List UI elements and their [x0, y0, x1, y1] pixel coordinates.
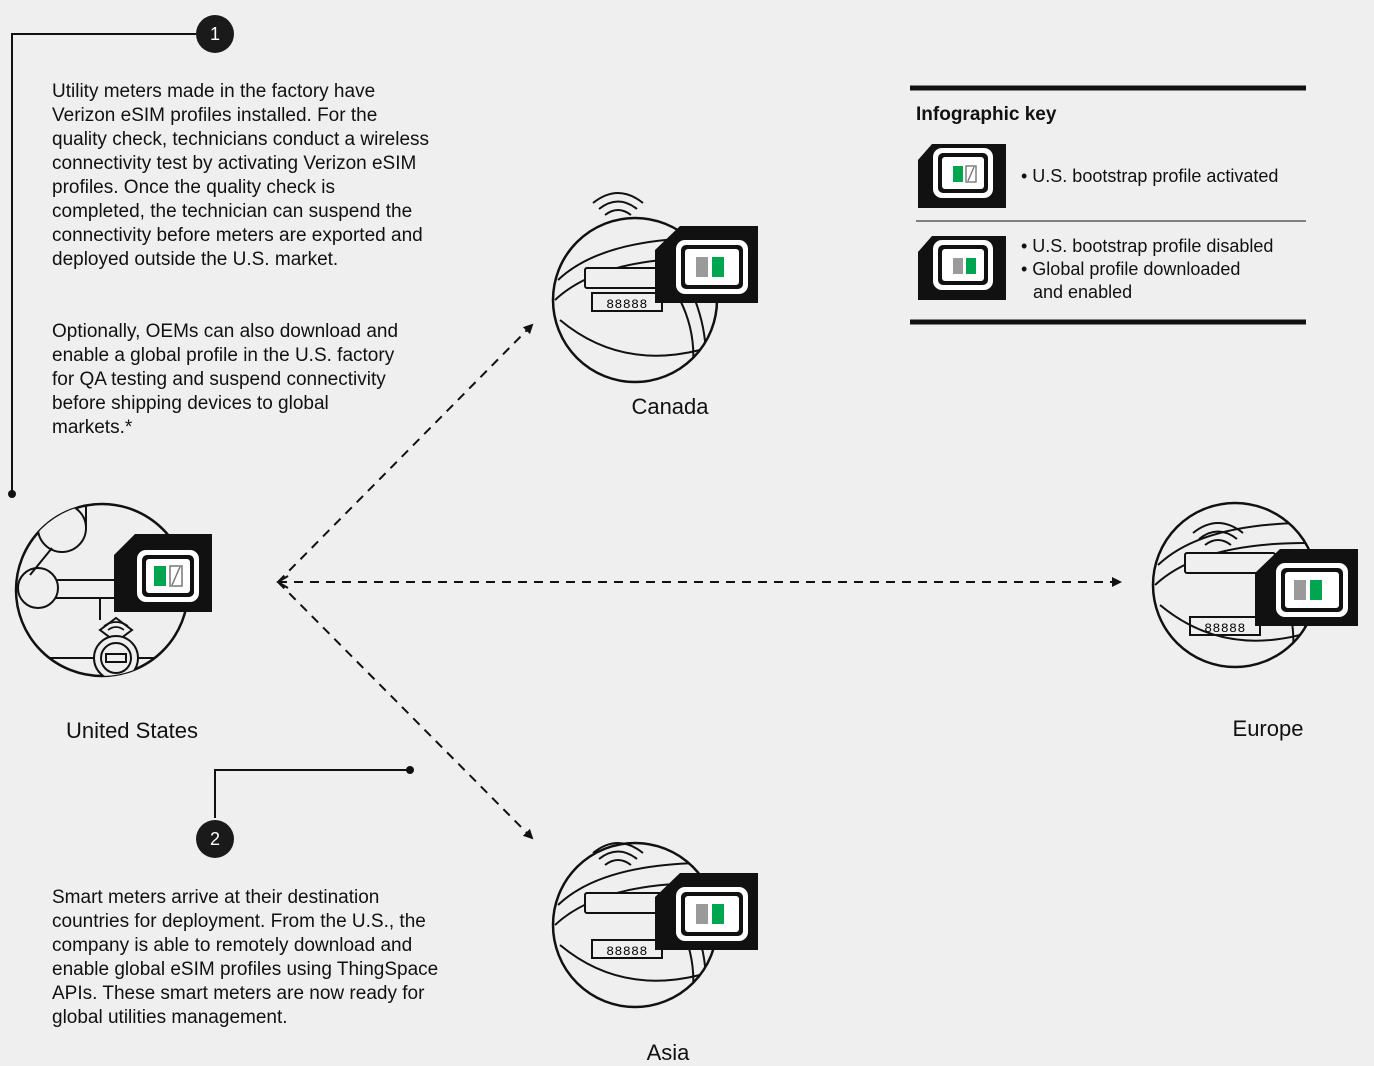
canada-meter-display: 88888	[606, 297, 648, 312]
robot-arm-joint-icon	[37, 504, 87, 553]
europe-meter: 88888	[1151, 501, 1358, 669]
arrow-to-canada	[277, 323, 534, 583]
key-item2-line3: and enabled	[1033, 282, 1133, 302]
step1-connector-dot	[8, 490, 16, 498]
key-item2-line2: • Global profile downloaded	[1021, 259, 1241, 279]
key-sim-global-icon	[918, 236, 1006, 300]
label-asia: Asia	[646, 1040, 690, 1065]
step2-connector	[214, 769, 410, 818]
step1-badge: 1	[196, 15, 234, 53]
us-sim-card-icon	[114, 534, 212, 612]
wifi-icon	[103, 621, 129, 631]
step2-badge: 2	[196, 820, 234, 858]
step1-paragraph2: Optionally, OEMs can also download and e…	[52, 321, 399, 438]
step1-connector	[11, 33, 196, 494]
europe-sim-card-icon	[1255, 549, 1358, 626]
asia-meter-display: 88888	[606, 944, 648, 959]
label-canada: Canada	[631, 394, 709, 419]
arrow-to-asia	[277, 581, 534, 840]
key-sim-activated-icon	[918, 144, 1006, 208]
shipping-arrows	[276, 323, 1122, 840]
step1-paragraph1: Utility meters made in the factory have …	[52, 81, 430, 270]
wifi-icon	[592, 842, 644, 866]
infographic-key	[910, 85, 1306, 325]
canada-sim-card-icon	[655, 226, 758, 303]
europe-meter-display: 88888	[1204, 621, 1246, 636]
asia-meter: 88888	[551, 841, 758, 1009]
key-title: Infographic key	[916, 104, 1057, 125]
wifi-icon	[1192, 522, 1244, 546]
asia-sim-card-icon	[655, 873, 758, 950]
label-europe: Europe	[1232, 716, 1304, 741]
canada-meter: 88888	[551, 192, 758, 384]
key-item1: • U.S. bootstrap profile activated	[1021, 166, 1279, 186]
wifi-icon	[592, 192, 644, 216]
us-factory-meter	[14, 502, 212, 678]
label-united-states: United States	[65, 718, 199, 743]
step2-connector-dot	[406, 766, 414, 774]
step2-paragraph: Smart meters arrive at their destination…	[52, 887, 439, 1028]
key-item2-line1: • U.S. bootstrap profile disabled	[1021, 236, 1274, 256]
